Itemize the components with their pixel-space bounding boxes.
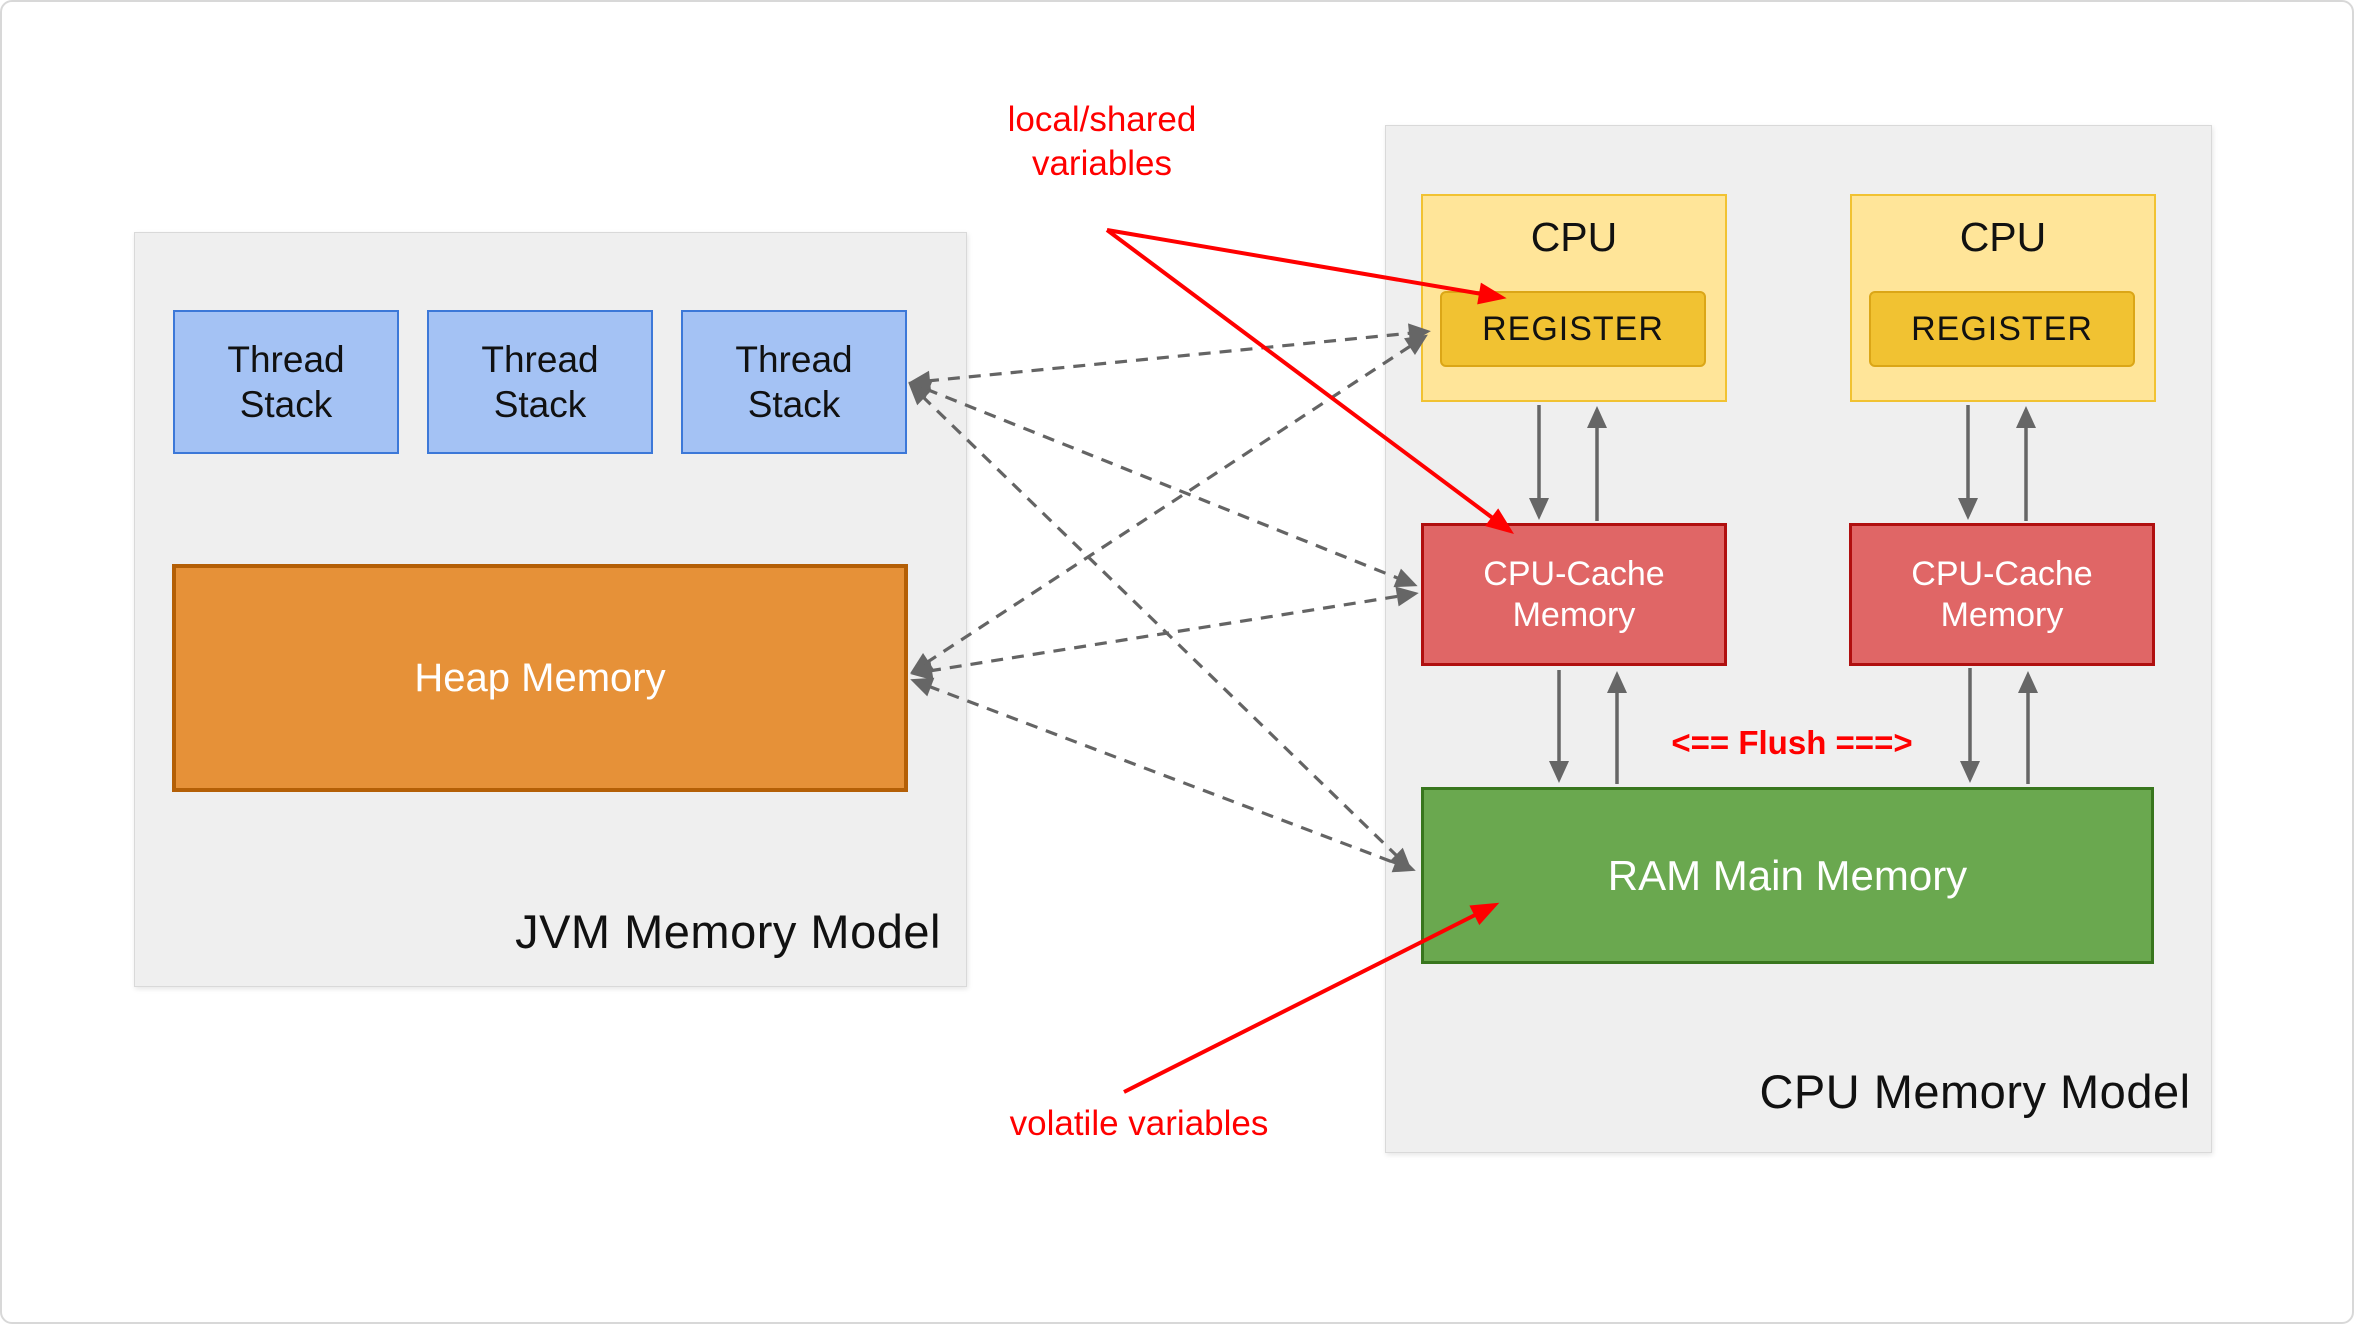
dashed-arrow-threadstack-ram	[908, 382, 1412, 871]
thread-stack-box-3: Thread Stack	[681, 310, 907, 454]
thread-stack-label: Thread Stack	[735, 338, 853, 425]
cpu-cache-memory-box-2: CPU-Cache Memory	[1849, 523, 2155, 666]
cpu-label: CPU	[1530, 214, 1618, 260]
dashed-arrow-heap-ram	[910, 677, 1416, 873]
thread-stack-label: Thread Stack	[227, 338, 345, 425]
volatile-variables-note: volatile variables	[1009, 1104, 1269, 1143]
register-label: REGISTER	[1482, 309, 1664, 348]
thread-stack-box-2: Thread Stack	[427, 310, 653, 454]
register-box-2: REGISTER	[1869, 291, 2135, 367]
ram-main-memory-box: RAM Main Memory	[1421, 787, 2154, 964]
register-box-1: REGISTER	[1440, 291, 1706, 367]
register-label: REGISTER	[1911, 309, 2093, 348]
heap-memory-box: Heap Memory	[172, 564, 908, 792]
cpu-cache-label: CPU-Cache Memory	[1911, 554, 2093, 634]
thread-stack-box-1: Thread Stack	[173, 310, 399, 454]
heap-memory-label: Heap Memory	[414, 655, 666, 700]
local-shared-variables-note: local/shared variables	[1007, 100, 1197, 184]
ram-label: RAM Main Memory	[1607, 851, 1968, 899]
cpu-panel-title: CPU Memory Model	[1759, 1065, 2191, 1118]
dashed-arrow-heap-register	[910, 334, 1428, 674]
dashed-arrow-threadstack-register	[908, 323, 1431, 391]
jvm-panel-title: JVM Memory Model	[515, 905, 941, 958]
cpu-box-1: CPU REGISTER	[1421, 194, 1727, 402]
cpu-box-2: CPU REGISTER	[1850, 194, 2156, 402]
dashed-arrow-heap-cache	[910, 586, 1419, 681]
flush-label: <== Flush ===>	[1671, 724, 1913, 761]
cpu-cache-memory-box-1: CPU-Cache Memory	[1421, 523, 1727, 666]
cpu-cache-label: CPU-Cache Memory	[1483, 554, 1665, 634]
thread-stack-label: Thread Stack	[481, 338, 599, 425]
dashed-arrow-threadstack-cache	[908, 380, 1418, 588]
cpu-label: CPU	[1959, 214, 2047, 260]
